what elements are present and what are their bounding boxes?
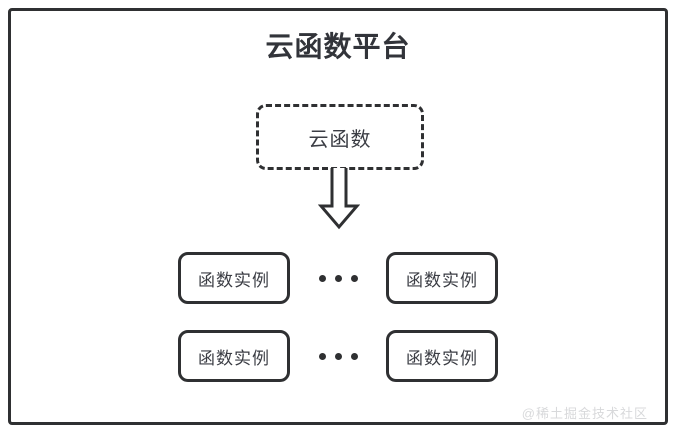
ellipsis-dot: [350, 352, 358, 360]
function-instance-label: 函数实例: [198, 348, 270, 368]
function-instance-box: 函数实例: [386, 330, 498, 382]
function-instance-label: 函数实例: [406, 348, 478, 368]
down-arrow-icon: [317, 168, 361, 230]
cloud-function-node: 云函数: [256, 104, 424, 170]
function-instance-box: 函数实例: [178, 330, 290, 382]
ellipsis-icon: [290, 330, 386, 382]
cloud-function-label: 云函数: [308, 128, 372, 151]
ellipsis-dot: [318, 352, 326, 360]
instance-row: 函数实例 函数实例: [0, 330, 676, 382]
ellipsis-dot: [334, 352, 342, 360]
ellipsis-dot: [350, 274, 358, 282]
function-instance-box: 函数实例: [178, 252, 290, 304]
ellipsis-dot: [334, 274, 342, 282]
ellipsis-dot: [318, 274, 326, 282]
page-title: 云函数平台: [265, 31, 411, 62]
ellipsis-icon: [290, 252, 386, 304]
function-instance-box: 函数实例: [386, 252, 498, 304]
function-instance-label: 函数实例: [406, 270, 478, 290]
watermark: @稀土掘金技术社区: [521, 406, 648, 421]
instance-row: 函数实例 函数实例: [0, 252, 676, 304]
function-instance-label: 函数实例: [198, 270, 270, 290]
